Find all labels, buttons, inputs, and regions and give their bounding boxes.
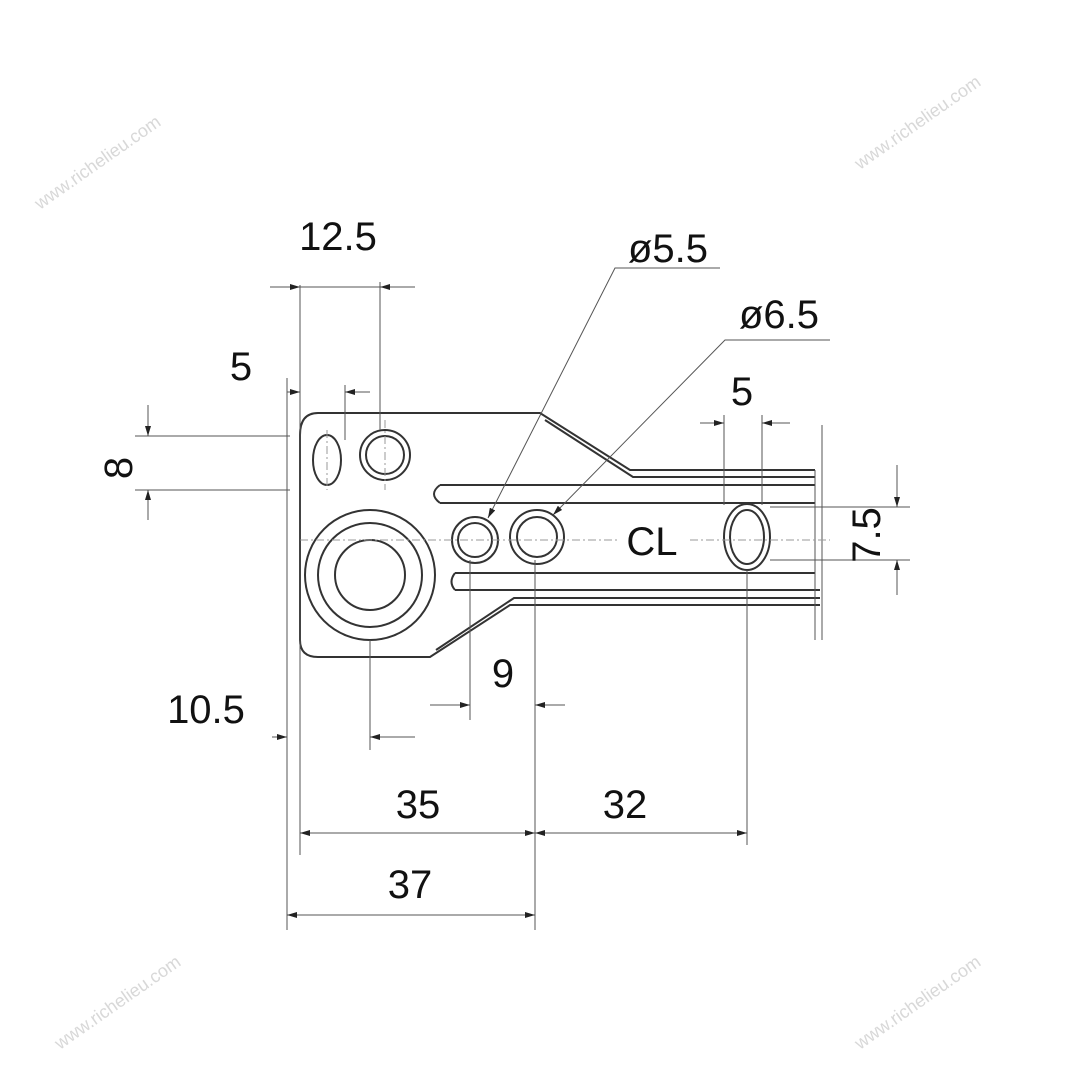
dim-8: 8 [97, 457, 141, 479]
leader-lines [487, 267, 830, 519]
watermark: www.richelieu.com [50, 951, 184, 1053]
dim-37: 37 [388, 863, 433, 907]
dimension-lines [145, 284, 900, 918]
center-lines [300, 420, 830, 541]
dim-10-5: 10.5 [167, 688, 245, 732]
bracket-outline [299, 412, 823, 658]
hole-6-5 [509, 509, 565, 565]
extension-lines [135, 282, 910, 930]
dim-dia-5-5: ø5.5 [628, 227, 708, 271]
dim-12-5: 12.5 [299, 215, 377, 259]
pivot-boss [304, 509, 436, 641]
dim-5-left: 5 [230, 345, 252, 389]
holes [304, 429, 771, 641]
dim-32: 32 [603, 783, 648, 827]
dim-5-right: 5 [731, 370, 753, 414]
dim-7-5: 7.5 [845, 507, 889, 563]
dim-dia-6-5: ø6.5 [739, 293, 819, 337]
centerline-label: CL [626, 520, 677, 564]
watermark: www.richelieu.com [30, 111, 164, 213]
dim-9: 9 [492, 652, 514, 696]
watermark: www.richelieu.com [850, 71, 984, 173]
watermark: www.richelieu.com [850, 951, 984, 1053]
dim-35: 35 [396, 783, 441, 827]
watermark-layer: www.richelieu.com www.richelieu.com www.ri… [30, 71, 984, 1053]
